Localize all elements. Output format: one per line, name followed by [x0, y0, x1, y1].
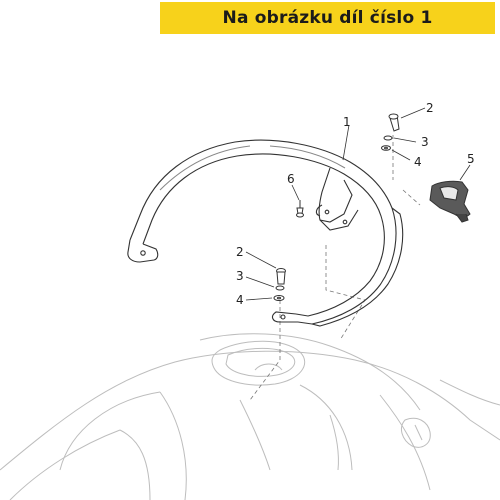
callout-2-lower: 2 [236, 245, 244, 259]
callout-3-lower: 3 [236, 269, 244, 283]
assembly-guide-lines [249, 135, 421, 401]
callout-6: 6 [287, 172, 295, 186]
callout-3-upper: 3 [421, 135, 429, 149]
banner-text: Na obrázku díl číslo 1 [222, 8, 433, 28]
callout-4-upper: 4 [414, 155, 422, 169]
washers-lower [273, 285, 285, 301]
callout-1: 1 [343, 115, 351, 129]
screw-part-6 [296, 200, 304, 218]
part-number-banner: Na obrázku díl číslo 1 [160, 2, 495, 34]
callout-5: 5 [467, 152, 475, 166]
grab-rail-part-1 [127, 139, 404, 327]
callout-2-upper: 2 [426, 101, 434, 115]
washers-upper [381, 135, 393, 151]
scooter-body-outline [0, 333, 500, 500]
cover-part-5 [429, 180, 471, 223]
bolt-part-2-upper [388, 113, 400, 132]
callout-4-lower: 4 [236, 293, 244, 307]
callout-leaders [245, 107, 471, 301]
bolt-part-2-lower [276, 268, 286, 285]
